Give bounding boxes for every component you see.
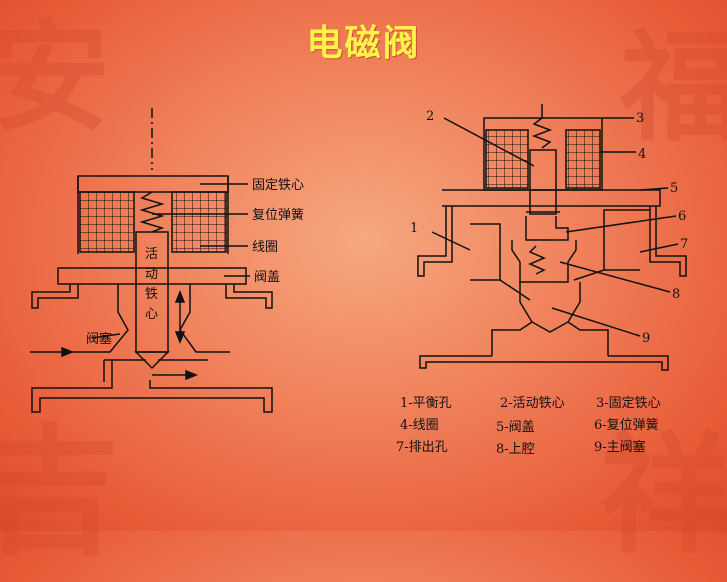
solenoid-valve-diagrams: 固定铁心 复位弹簧 线圈 阀盖 阀塞 活 动 铁 心 — [30, 104, 688, 413]
callout-3: 3 — [636, 111, 644, 126]
label-moving-core-4: 心 — [145, 307, 158, 322]
label-fixed-core: 固定铁心 — [252, 178, 304, 193]
callout-7: 7 — [680, 237, 688, 252]
legend-item-6: 6-复位弹簧 — [594, 418, 659, 433]
legend-item-1: 1-平衡孔 — [400, 396, 452, 411]
legend-item-3: 3-固定铁心 — [596, 396, 661, 411]
left-coil-left — [79, 191, 135, 253]
left-spring — [139, 191, 165, 233]
label-moving-core-3: 铁 — [145, 287, 158, 302]
label-valve-cover: 阀盖 — [254, 270, 280, 285]
callout-2: 2 — [426, 109, 434, 124]
right-moving-core — [529, 149, 557, 215]
left-valve-diagram — [30, 108, 273, 413]
right-left-foot — [417, 206, 453, 277]
callout-8: 8 — [672, 287, 680, 302]
legend-item-7: 7-排出孔 — [396, 440, 448, 455]
callout-5: 5 — [670, 181, 678, 196]
right-coil-right — [565, 129, 601, 189]
right-valve-diagram — [417, 104, 687, 371]
watermark-top-right: 福 — [620, 17, 727, 158]
legend-item-8: 8-上腔 — [496, 442, 535, 457]
label-moving-core-2: 动 — [145, 267, 158, 282]
legend-item-9: 9-主阀塞 — [594, 440, 646, 455]
left-coil-right — [171, 191, 227, 253]
page-title: 电磁阀 — [306, 23, 421, 64]
callout-6: 6 — [678, 209, 686, 224]
legend-item-2: 2-活动铁心 — [500, 396, 565, 411]
label-valve-plug: 阀塞 — [86, 331, 112, 347]
legend-item-4: 4-线圈 — [400, 418, 439, 433]
watermark-top-left: 安 — [0, 7, 110, 148]
right-right-foot — [649, 206, 687, 277]
label-coil: 线圈 — [252, 240, 278, 255]
label-moving-core-1: 活 — [145, 247, 158, 262]
callout-9: 9 — [642, 331, 650, 346]
label-return-spring: 复位弹簧 — [252, 207, 304, 223]
callout-1: 1 — [410, 221, 418, 236]
legend-item-5: 5-阀盖 — [496, 420, 535, 435]
callout-4: 4 — [638, 147, 646, 162]
